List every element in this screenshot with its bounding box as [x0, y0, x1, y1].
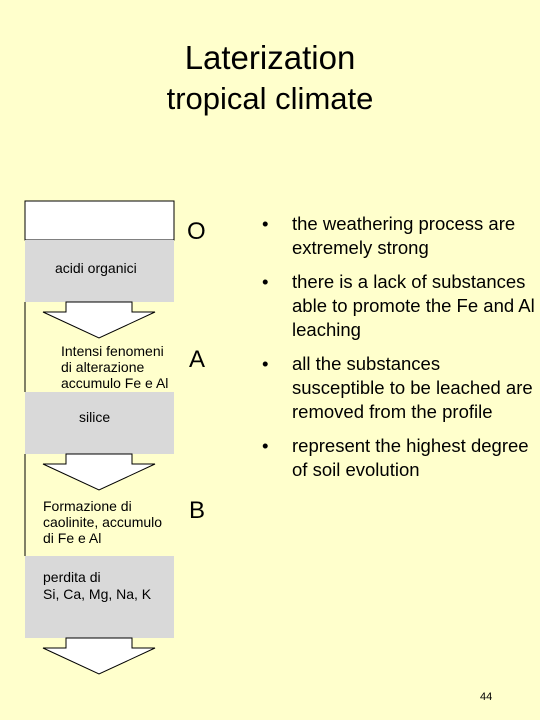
bullet-list: • the weathering process are extremely st… [262, 212, 537, 492]
bullet-text: there is a lack of substances able to pr… [292, 271, 535, 340]
horizon-label-o: O [187, 218, 206, 245]
label-intensi-2: di alterazione [61, 359, 145, 375]
horizon-label-b: B [189, 497, 206, 524]
label-intensi-3: accumulo Fe e Al [61, 375, 169, 391]
bullet-dot: • [262, 271, 269, 292]
bullet-item: • the weathering process are extremely st… [262, 212, 537, 260]
acidi-band [25, 240, 174, 302]
label-perdita-1: perdita di [43, 569, 101, 585]
bullet-item: • all the substances susceptible to be le… [262, 352, 537, 424]
perdita-band [25, 556, 174, 638]
bullet-item: • represent the highest degree of soil ev… [262, 434, 537, 482]
bullet-text: the weathering process are extremely str… [292, 213, 516, 258]
horizon-label-a: A [189, 346, 206, 373]
label-formazione-1: Formazione di [43, 498, 132, 514]
page-number: 44 [480, 691, 493, 703]
bullet-dot: • [262, 353, 269, 374]
label-formazione-3: di Fe e Al [43, 530, 102, 546]
silice-band [25, 392, 174, 454]
bullet-text: represent the highest degree of soil evo… [292, 435, 529, 480]
label-acidi-organici: acidi organici [55, 260, 137, 276]
label-formazione-2: caolinite, accumulo [43, 514, 163, 530]
slide-title: Laterization [184, 39, 356, 76]
bullet-text: all the substances susceptible to be lea… [292, 353, 533, 422]
arrow-down-1 [42, 301, 156, 339]
bullet-item: • there is a lack of substances able to p… [262, 270, 537, 342]
label-silice: silice [79, 409, 111, 425]
bullet-dot: • [262, 435, 269, 456]
slide-subtitle: tropical climate [166, 81, 374, 116]
arrow-down-3 [42, 637, 156, 675]
bullet-dot: • [262, 213, 269, 234]
label-intensi-1: Intensi fenomeni [61, 343, 164, 359]
arrow-down-2 [42, 453, 156, 491]
label-perdita-2: Si, Ca, Mg, Na, K [43, 586, 152, 602]
o-horizon-box [24, 200, 175, 241]
